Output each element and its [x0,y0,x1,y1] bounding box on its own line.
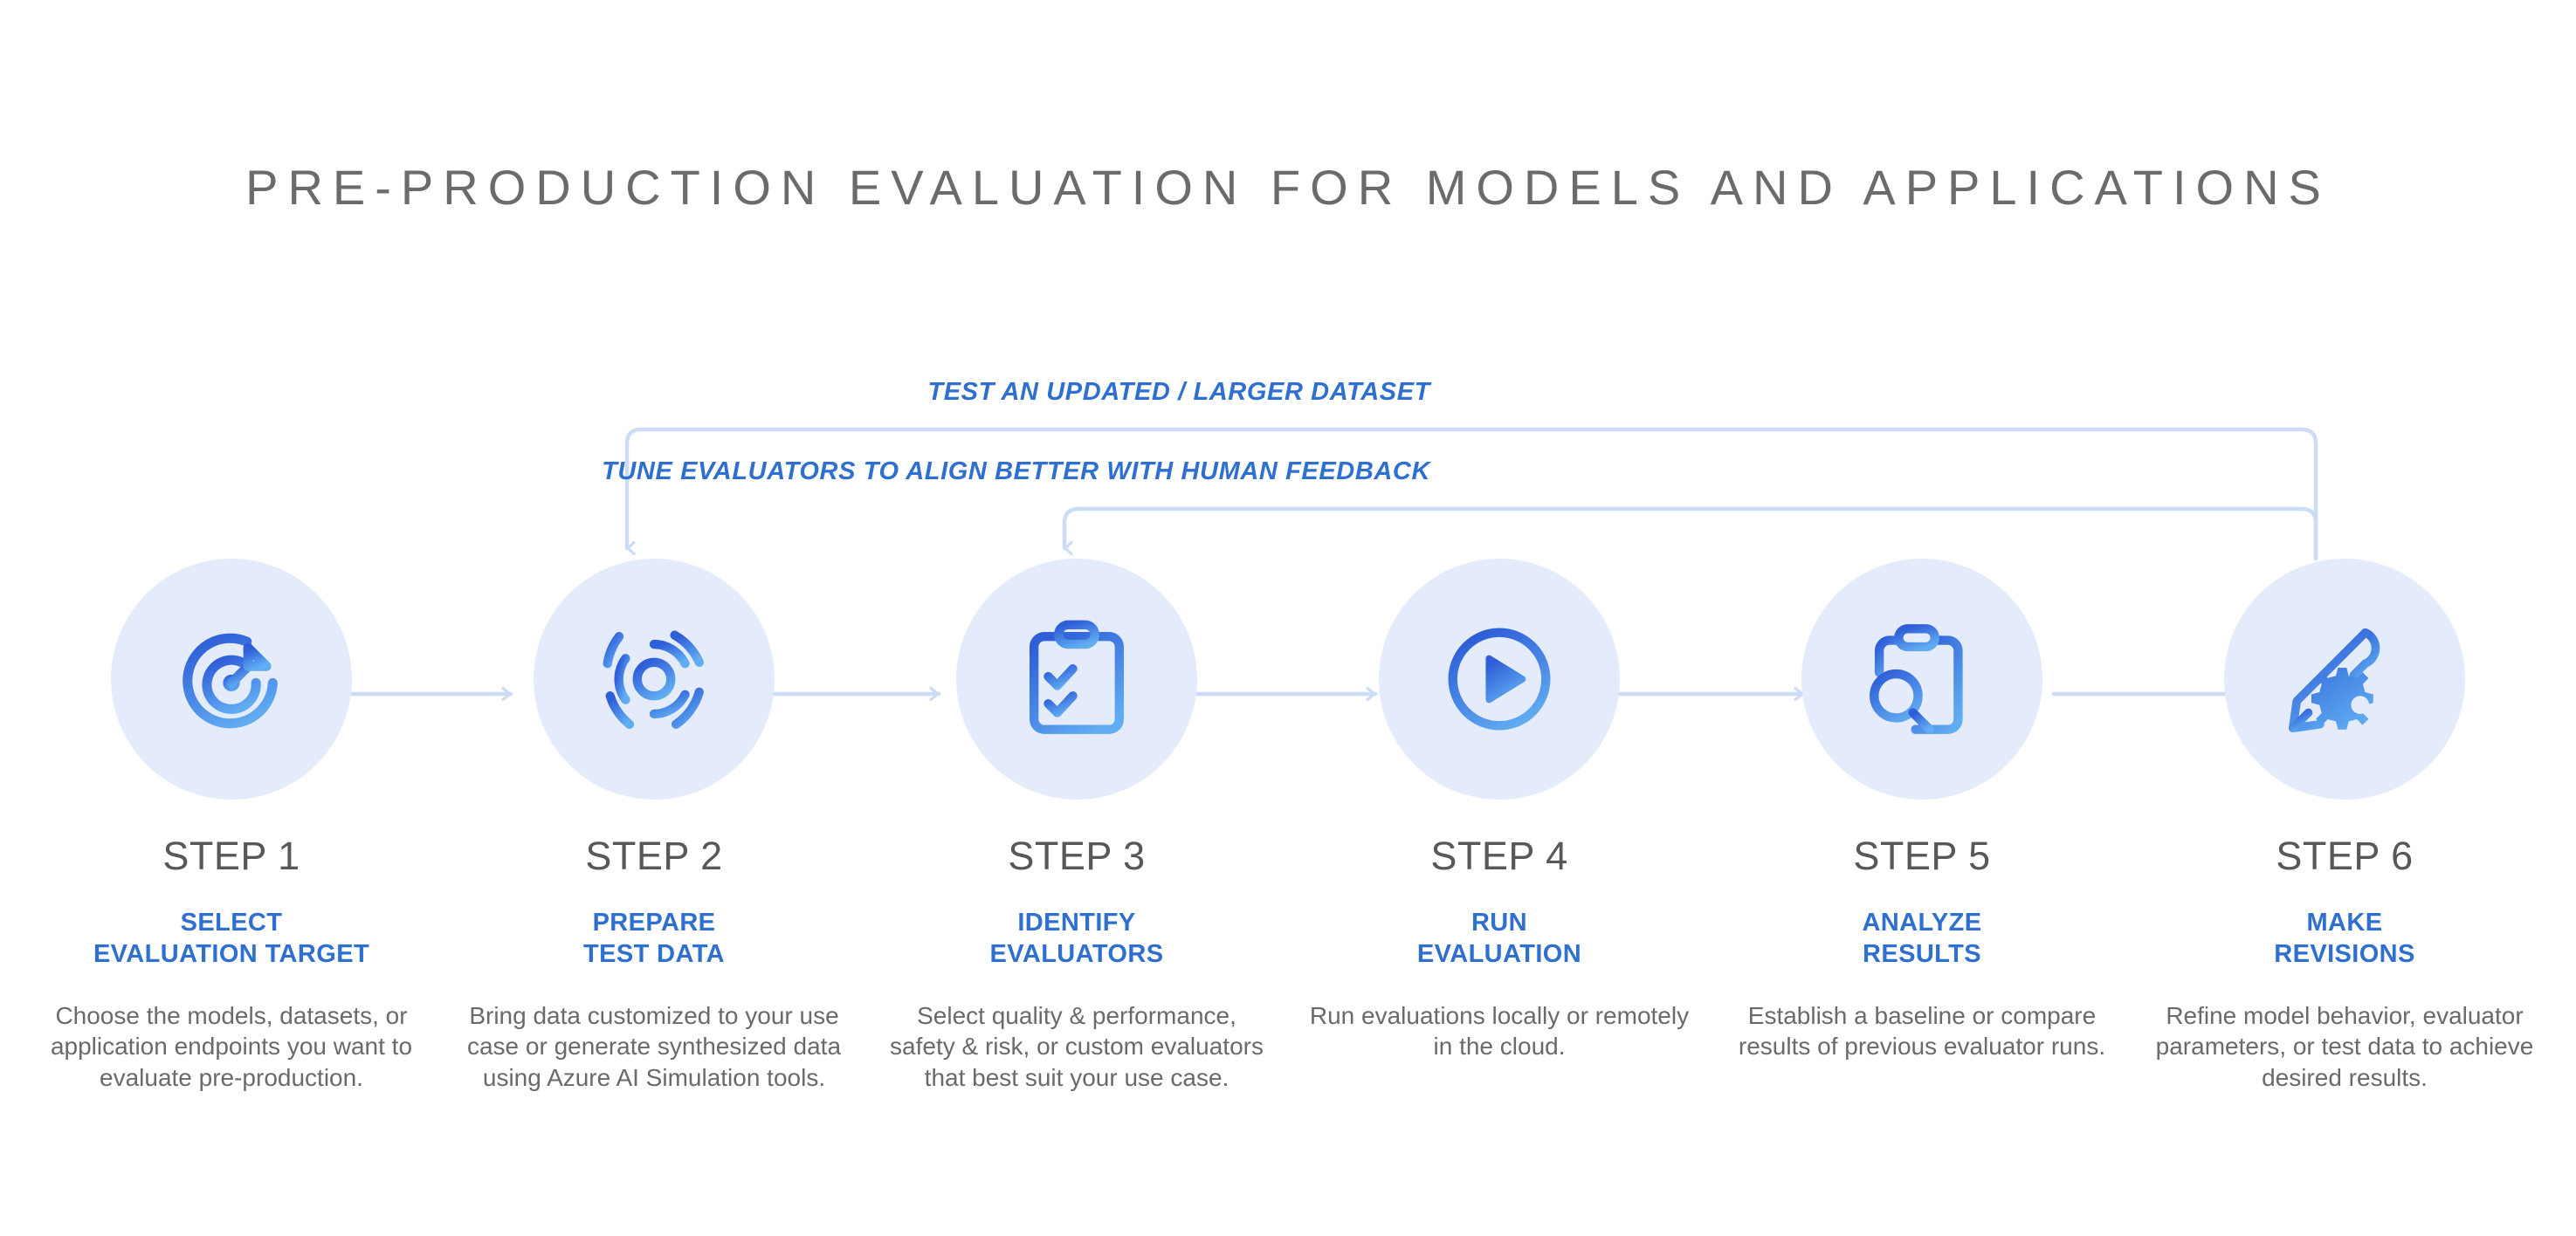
step-description-1: Choose the models, datasets, or applicat… [50,1001,413,1092]
step-title-4: RUN EVALUATION [1417,907,1581,971]
step-title-line-2: RESULTS [1863,940,1981,969]
concentric-arcs-icon [603,630,704,729]
step-number-4: STEP 4 [1430,834,1568,878]
step-title-line-2: EVALUATORS [989,940,1164,969]
step-icon-circle-2 [534,559,775,800]
step-number-2: STEP 2 [585,834,723,878]
step-title-line-2: EVALUATION TARGET [93,940,370,969]
step-description-5: Establish a baseline or compare results … [1738,1001,2106,1061]
step-icon-circle-3 [956,559,1197,800]
step-item-5[interactable]: STEP 5 ANALYZE RESULTS Establish a basel… [1717,559,2127,1062]
loop-path-evaluators [1062,506,2318,561]
step-title-3: IDENTIFY EVALUATORS [990,907,1164,971]
step-title-6: MAKE REVISIONS [2274,907,2415,971]
pencil-gear-icon [2288,628,2380,733]
step-title-line-1: PREPARE [592,909,716,937]
step-title-line-2: EVALUATION [1416,940,1582,969]
step-number-6: STEP 6 [2276,834,2414,878]
play-circle-icon [1448,628,1551,731]
step-description-3: Select quality & performance, safety & r… [890,1001,1264,1092]
loop-path-dataset [624,427,2318,561]
step-item-6[interactable]: STEP 6 MAKE REVISIONS Refine model behav… [2139,559,2550,1094]
step-title-5: ANALYZE RESULTS [1862,907,1981,971]
step-title-2: PREPARE TEST DATA [583,907,725,971]
loop-label-dataset: TEST AN UPDATED / LARGER DATASET [927,378,1430,406]
step-item-4[interactable]: STEP 4 RUN EVALUATION Run evaluations lo… [1294,559,1705,1062]
clipboard-checklist-icon [1029,620,1125,734]
step-icon-circle-4 [1379,559,1620,800]
step-icon-circle-6 [2224,559,2465,800]
target-arrow-icon [183,633,278,729]
step-description-2: Bring data customized to your use case o… [466,1001,842,1092]
step-title-line-2: TEST DATA [582,940,725,969]
step-title-line-1: MAKE [2306,909,2383,937]
step-title-line-1: SELECT [180,909,283,937]
step-item-3[interactable]: STEP 3 IDENTIFY EVALUATORS Select qualit… [871,559,1282,1094]
step-icon-circle-1 [111,559,352,800]
step-number-3: STEP 3 [1008,834,1146,878]
step-title-line-1: RUN [1471,909,1527,937]
step-icon-circle-5 [1801,559,2042,800]
step-title-line-1: ANALYZE [1862,909,1982,937]
step-title-1: SELECT EVALUATION TARGET [93,907,369,971]
step-number-1: STEP 1 [162,834,300,878]
step-description-6: Refine model behavior, evaluator paramet… [2155,1001,2534,1092]
step-number-5: STEP 5 [1853,834,1991,878]
steps-row: STEP 1 SELECT EVALUATION TARGET Choose t… [0,559,2576,1094]
clipboard-search-icon [1870,624,1963,734]
step-item-2[interactable]: STEP 2 PREPARE TEST DATA Bring data cust… [449,559,859,1094]
loop-label-evaluators: TUNE EVALUATORS TO ALIGN BETTER WITH HUM… [602,457,1430,485]
step-title-line-2: REVISIONS [2274,940,2415,969]
step-item-1[interactable]: STEP 1 SELECT EVALUATION TARGET Choose t… [26,559,437,1094]
step-title-line-1: IDENTIFY [1017,909,1136,937]
page-title: PRE-PRODUCTION EVALUATION FOR MODELS AND… [245,160,2331,215]
step-description-4: Run evaluations locally or remotely in t… [1309,1001,1690,1061]
